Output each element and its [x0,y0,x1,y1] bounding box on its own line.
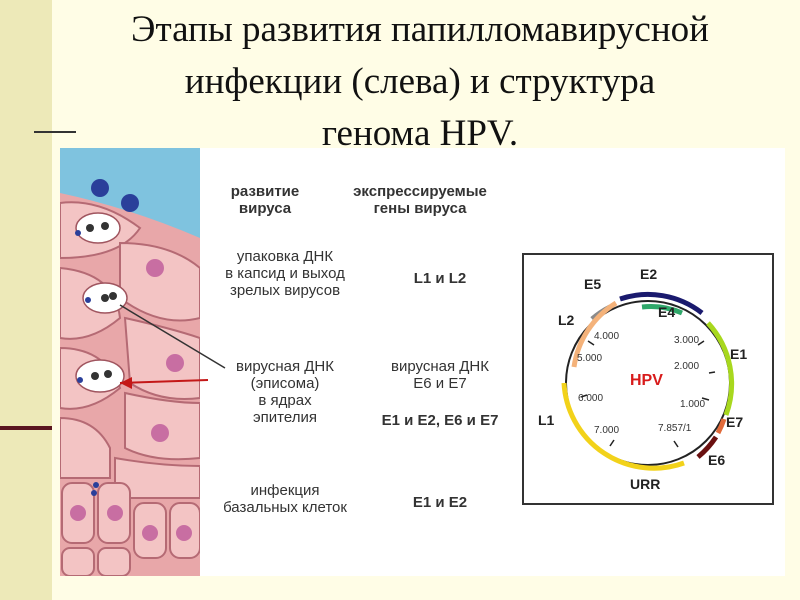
title-line: инфекции (слева) и структура [184,61,656,102]
hpv-genome-map: 3.000 2.000 1.000 4.000 5.000 6.000 7.00… [522,253,774,505]
gene-label-e4: E4 [658,304,675,320]
decor-line-top [34,131,76,133]
gene-arc-e4 [641,304,683,316]
title-line: геномa HPV. [321,113,519,154]
tick-label: 7.857/1 [658,423,692,434]
tick-label: 5.000 [577,353,602,364]
hpv-figure: развитие вируса экспрессируемые гены вир… [60,148,785,576]
genes-episome: вирусная ДНК Е6 и Е7 [391,358,489,392]
genome-center-label: HPV [630,372,663,389]
tick-label: 1.000 [680,399,705,410]
tick-label: 2.000 [674,361,699,372]
stage-packaging: упаковка ДНК в капсид и выход зрелых вир… [225,248,345,299]
gene-label-e5: E5 [584,276,601,292]
gene-arc-l1 [561,382,685,471]
header-development: развитие вируса [230,183,300,217]
gene-label-e6: E6 [708,452,725,468]
gene-label-l2: L2 [558,312,575,328]
gene-label-e2: E2 [640,266,657,282]
gene-label-e7: E7 [726,414,743,430]
genes-early: E1 и E2, E6 и E7 [381,412,499,429]
gene-label-urr: URR [630,476,660,492]
genome-circle: 3.000 2.000 1.000 4.000 5.000 6.000 7.00… [538,266,747,492]
gene-arc-e1 [706,321,735,416]
gene-label-e1: E1 [730,346,747,362]
stage-arrows [119,304,226,389]
genes-basal: E1 и E2 [412,494,468,511]
decor-line-bottom [0,426,52,430]
gene-arc-e7 [715,418,727,435]
epithelium-illustration [60,148,200,576]
stage-basal-infection: инфекция базальных клеток [223,482,347,516]
gene-arc-e6 [696,435,719,459]
tick-label: 4.000 [594,331,619,342]
header-expressed-genes: экспрессируемые гены вируса [353,183,487,217]
slide-title: Этапы развития папилломавирусной инфекци… [60,4,780,160]
left-decor-bar [0,0,52,600]
tick-label: 7.000 [594,425,619,436]
tick-label: 6.000 [578,393,603,404]
title-line: Этапы развития папилломавирусной [131,9,709,50]
gene-arc-l2 [571,300,618,368]
genes-late: L1 и L2 [413,270,467,287]
gene-label-l1: L1 [538,412,555,428]
tick-label: 3.000 [674,335,699,346]
stage-episome: вирусная ДНК (эписома) в ядрах эпителия [236,358,334,426]
gene-arc-e2 [619,291,704,315]
genome-tick-marks [580,340,716,448]
